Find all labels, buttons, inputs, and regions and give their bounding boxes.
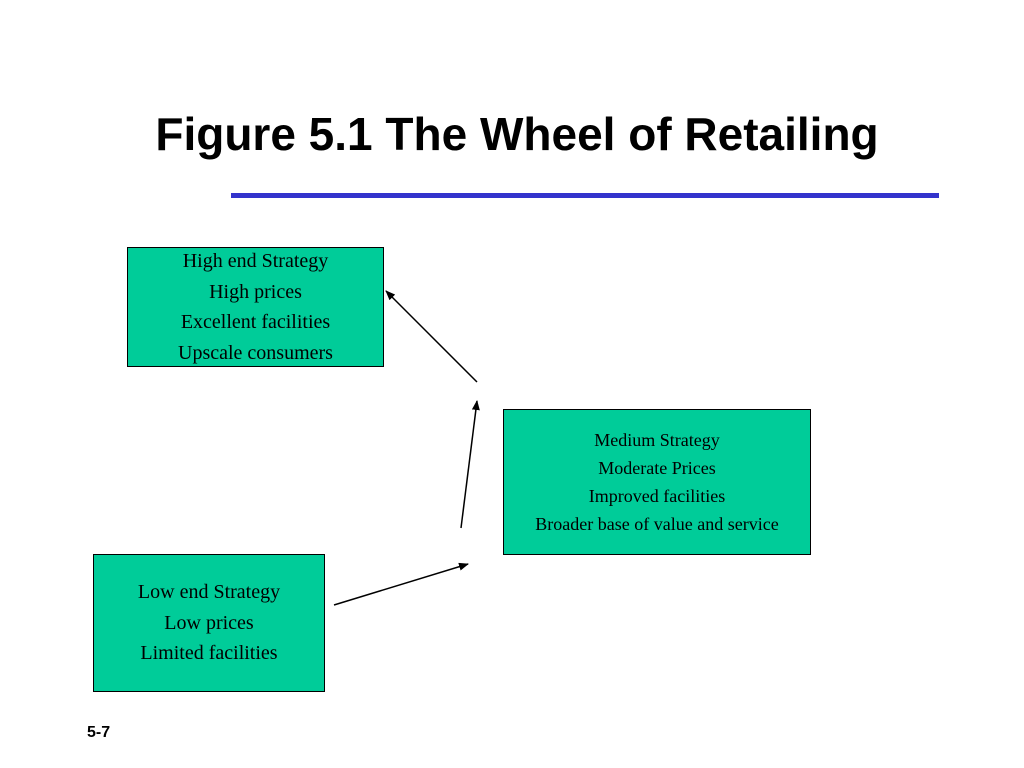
slide-title: Figure 5.1 The Wheel of Retailing [155, 108, 879, 160]
medium-line-2: Moderate Prices [598, 458, 716, 478]
medium-line-4: Broader base of value and service [535, 514, 779, 534]
high-end-line-4: Upscale consumers [178, 341, 333, 364]
low-end-line-1: Low end Strategy [137, 581, 281, 604]
low-end-line-2: Low prices [164, 611, 254, 634]
low-end-strategy-box: Low end Strategy Low prices Limited faci… [93, 554, 325, 692]
medium-strategy-box: Medium Strategy Moderate Prices Improved… [503, 409, 811, 555]
high-end-line-2: High prices [209, 280, 302, 303]
arrow-medium-to-high [385, 290, 478, 383]
title-underline [231, 193, 939, 198]
arrow-rising-to-upper [460, 400, 480, 529]
low-end-line-3: Limited facilities [140, 642, 278, 665]
high-end-line-3: Excellent facilities [180, 311, 331, 333]
arrow-low-to-medium [333, 562, 469, 606]
high-end-strategy-box: High end Strategy High prices Excellent … [127, 247, 384, 367]
medium-line-1: Medium Strategy [594, 430, 720, 450]
slide-number: 5-7 [87, 724, 111, 741]
medium-line-3: Improved facilities [588, 486, 726, 506]
high-end-line-1: High end Strategy [182, 250, 329, 272]
